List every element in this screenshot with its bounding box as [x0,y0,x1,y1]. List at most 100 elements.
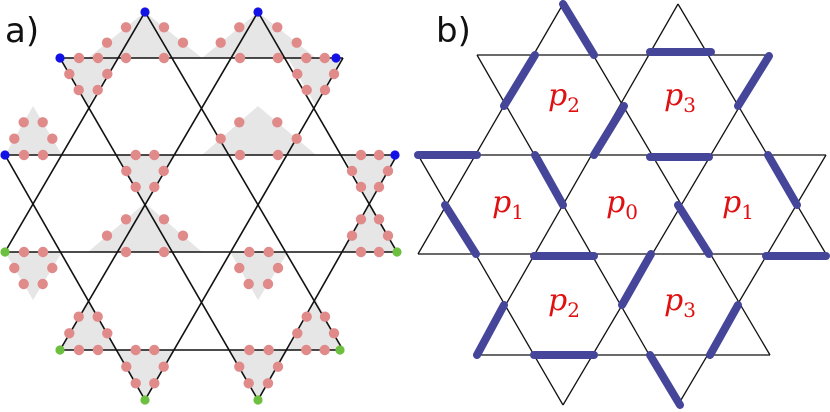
lattice-site [130,149,141,161]
lattice-site [272,149,284,161]
lattice-site [64,328,75,339]
lattice-site [346,230,358,241]
lattice-site [130,378,141,389]
lattice-site [373,214,385,225]
lattice-site [130,181,141,193]
boundary-site-green [392,247,402,257]
lattice-site [120,52,132,64]
dimer-bond [646,351,684,409]
lattice-site [272,52,284,64]
lattice-line [257,11,398,253]
triangular-lattice-lines [417,3,827,406]
boundary-site-green [55,345,65,355]
lattice-site [373,149,385,161]
lattice-site [47,262,58,274]
lattice-site [215,133,226,144]
boundary-site-green [335,345,345,355]
shaded-triangle [60,300,117,350]
shaded-triangle [202,12,316,58]
lattice-site [243,278,254,290]
lattice-site [292,68,303,80]
plaquette-index: 1 [511,200,524,224]
lattice-line [4,154,146,401]
dimer-bond [441,201,480,258]
boundary-site-blue [55,53,65,63]
lattice-site [262,378,274,389]
lattice-site [101,230,113,241]
lattice-line [417,3,564,255]
lattice-site [18,117,29,128]
lattice-site [244,246,255,258]
lattice-site [177,230,189,241]
lattice-site [328,328,340,339]
plaquette-symbol: p [548,283,567,318]
lattice-site [92,344,104,356]
lattice-line [476,3,679,356]
shaded-triangle [230,252,288,300]
lattice-site [272,361,284,372]
lattice-line [144,11,344,351]
plaquette-symbol: p [664,283,683,318]
plaquette-index: 3 [683,298,696,322]
plaquette-p1-left: p1 [492,185,524,224]
lattice-site [234,149,246,161]
lattice-site [234,361,245,372]
dimer-bond [559,0,598,59]
lattice-site [355,214,367,225]
lattice-site [37,278,48,290]
lattice-site [18,246,30,258]
lattice-site [319,84,331,96]
shaded-triangle [117,155,173,203]
boundary-site-blue [253,7,263,17]
shaded-triangle [288,58,343,106]
lattice-site [102,328,113,339]
lattice-site [291,37,302,48]
lattice-site [215,37,226,48]
dimer-bond [618,250,655,309]
plaquette-symbol: p [664,78,683,113]
lattice-site [158,361,169,372]
lattice-site [177,37,189,48]
shaded-triangle [343,203,397,252]
plaquette-p3-top: p3 [664,78,696,117]
plaquette-p1-right: p1 [722,185,754,224]
shaded-triangle [88,12,202,58]
lattice-site [92,52,104,64]
dimer-bond [764,151,801,209]
plaquette-p0-center: p0 [606,185,638,224]
lattice-site [292,328,303,339]
lattice-site [301,344,312,356]
panel-a-label: a) [5,11,39,51]
dimer-bond [590,102,628,159]
plaquette-p3-bottom: p3 [664,283,696,322]
lattice-site [244,344,255,356]
shaded-triangle [60,58,117,106]
lattice-site [319,344,330,356]
lattice-site [158,165,169,177]
lattice-site [301,84,312,96]
lattice-site [234,262,245,274]
lattice-site [272,262,284,274]
lattice-line [144,57,344,401]
plaquette-index: 0 [625,200,638,224]
plaquette-index: 2 [567,93,580,117]
plaquette-symbol: p [606,185,625,220]
lattice-site [64,68,75,80]
lattice-site [328,68,340,80]
lattice-site [262,278,274,290]
boundary-site-green [253,395,263,405]
lattice-site [319,52,330,64]
lattice-line [417,154,564,406]
lattice-site [149,181,160,193]
lattice-site [158,246,170,258]
boundary-site-blue [390,150,400,160]
lattice-site [355,246,367,258]
boundary-site-blue [331,53,341,63]
shaded-triangle [5,252,62,300]
lattice-line [677,3,827,255]
dimer-bond [500,51,539,110]
lattice-site [346,165,358,177]
lattice-site [37,246,49,258]
